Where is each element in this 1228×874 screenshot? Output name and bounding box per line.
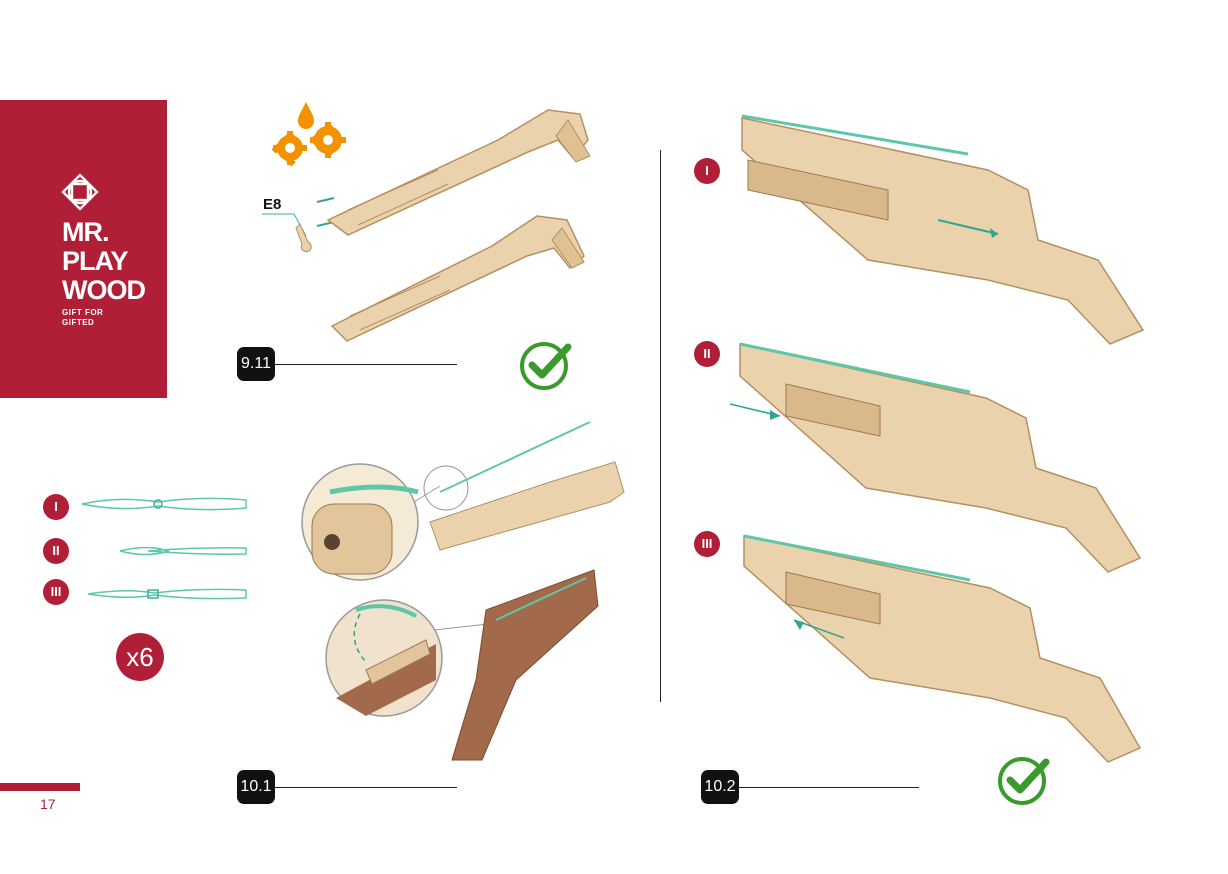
gun-illustration-10-2-ii bbox=[729, 342, 1142, 573]
step-rule-9-11 bbox=[275, 364, 457, 365]
step-rule-10-2 bbox=[739, 787, 919, 788]
part-label-e8: E8 bbox=[263, 196, 282, 213]
checkmark-icon bbox=[998, 757, 1050, 805]
gun-illustration-9-11-top bbox=[326, 109, 591, 236]
brand-tagline: GIFT FOR GIFTED bbox=[62, 308, 104, 327]
roman-badge-ii-left: II bbox=[43, 538, 69, 564]
roman-badge-iii-left: III bbox=[43, 579, 69, 605]
step-label-9-11: 9.11 bbox=[237, 347, 275, 381]
roman-badge-i-left: I bbox=[43, 494, 69, 520]
column-divider bbox=[660, 150, 661, 702]
brand-logo-icon bbox=[61, 173, 99, 211]
quantity-badge: x6 bbox=[116, 633, 164, 681]
gun-illustration-10-2-iii bbox=[743, 534, 1142, 763]
checkmark-icon bbox=[520, 342, 572, 390]
brand-name: MR. PLAY WOOD bbox=[62, 217, 146, 305]
roman-badge-ii-right: II bbox=[694, 341, 720, 367]
zoom-sight-detail bbox=[325, 569, 599, 761]
gun-illustration-10-2-i bbox=[741, 114, 1145, 345]
band-knot-i bbox=[81, 497, 247, 511]
roman-badge-i-right: I bbox=[694, 158, 720, 184]
step-label-10-2: 10.2 bbox=[701, 770, 739, 804]
step-label-10-1: 10.1 bbox=[237, 770, 275, 804]
footer-accent-bar bbox=[0, 783, 80, 791]
page-number: 17 bbox=[40, 796, 56, 812]
brand-panel: MR. PLAY WOOD GIFT FOR GIFTED bbox=[0, 100, 167, 398]
band-knot-iii bbox=[87, 588, 247, 600]
step-rule-10-1 bbox=[275, 787, 457, 788]
roman-badge-iii-right: III bbox=[694, 531, 720, 557]
gears-oil-icon bbox=[271, 102, 346, 167]
gun-illustration-9-11-bottom bbox=[330, 215, 585, 342]
band-knot-ii bbox=[119, 546, 247, 556]
zoom-muzzle-detail bbox=[301, 421, 625, 581]
